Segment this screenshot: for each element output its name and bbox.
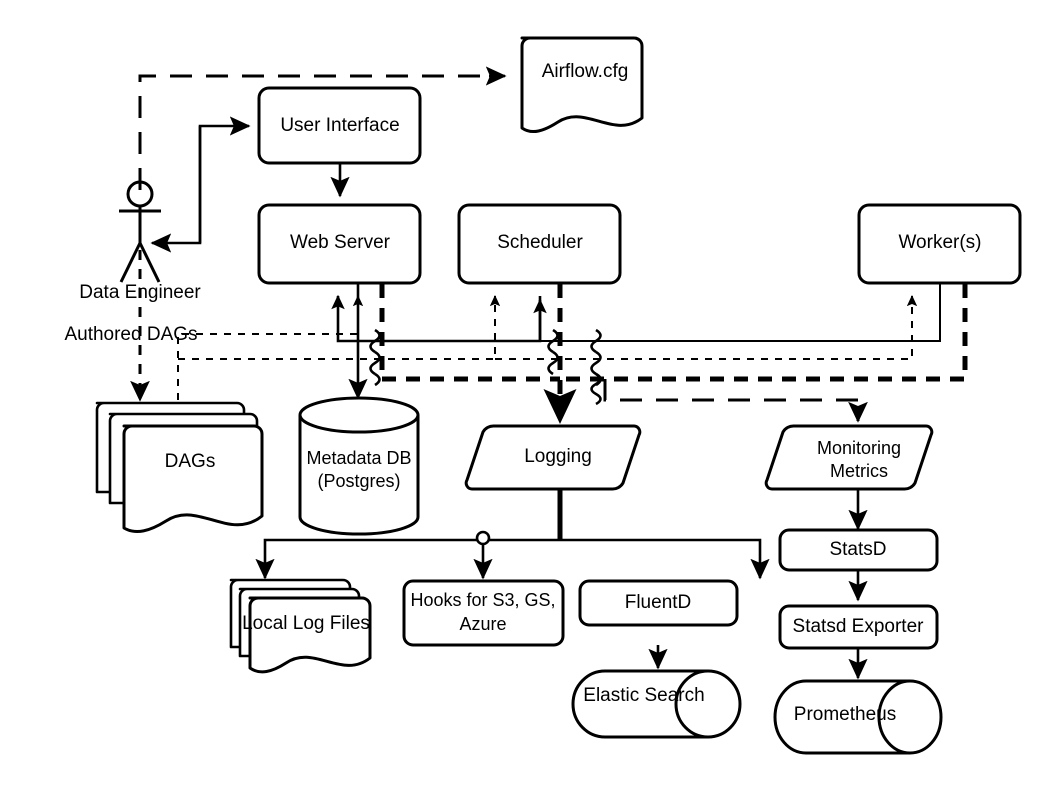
- line-hop: [590, 350, 602, 376]
- edge-scheduler-to-logging: [382, 284, 577, 424]
- node-label-monitoring-line2: Metrics: [830, 461, 888, 481]
- node-label-scheduler: Scheduler: [497, 232, 583, 253]
- edge-dags-to-scheduler: [178, 294, 501, 360]
- line-hop: [369, 328, 381, 354]
- node-label-local-log-files: Local Log Files: [242, 613, 370, 634]
- node-user-interface[interactable]: User Interface: [257, 86, 422, 165]
- line-hop: [369, 350, 381, 376]
- edge-engineer-to-airflowcfg: [138, 66, 507, 190]
- node-label-hooks-line2: Azure: [459, 614, 506, 634]
- line-hop: [547, 350, 559, 376]
- node-metadata-db[interactable]: Metadata DB (Postgres): [298, 396, 420, 536]
- node-dags[interactable]: DAGs: [95, 401, 264, 533]
- edge-ui-to-engineer: [150, 126, 202, 253]
- edge-label-authored-dags: Authored DAGs: [64, 324, 197, 345]
- edge-dags-to-webserver: [177, 294, 364, 400]
- line-hop: [590, 372, 602, 406]
- node-label-statsd: StatsD: [829, 539, 886, 560]
- line-hop: [374, 372, 381, 387]
- node-label-logging: Logging: [524, 446, 592, 467]
- edge-scheduler-to-monitoring: [603, 379, 868, 423]
- edge-logging-fanout: [255, 489, 770, 580]
- node-workers[interactable]: Worker(s): [857, 203, 1022, 285]
- node-label-user-interface: User Interface: [280, 115, 399, 136]
- node-label-prometheus: Prometheus: [794, 704, 896, 725]
- node-label-monitoring-line1: Monitoring: [817, 438, 901, 458]
- node-label-metadata-db-line1: Metadata DB: [306, 448, 411, 468]
- line-hop: [547, 328, 559, 354]
- actor-label-data-engineer: Data Engineer: [79, 282, 201, 303]
- junction-dot: [475, 530, 491, 546]
- node-fluentd[interactable]: FluentD: [578, 579, 739, 627]
- actor-data-engineer[interactable]: [119, 180, 161, 283]
- edge-engineer-to-ui: [198, 116, 251, 243]
- node-web-server[interactable]: Web Server: [257, 203, 422, 285]
- edge-metadatadb-to-webserver: [331, 294, 358, 343]
- edge-workers-to-logging: [560, 284, 968, 382]
- node-monitoring-metrics[interactable]: Monitoring Metrics: [764, 424, 934, 491]
- node-label-elastic-search: Elastic Search: [583, 685, 704, 706]
- node-label-workers: Worker(s): [898, 232, 981, 253]
- edge-dags-to-workers: [495, 294, 918, 360]
- edge-workers-to-metadatadb: [540, 284, 941, 342]
- node-elastic-search[interactable]: Elastic Search: [571, 669, 742, 739]
- node-prometheus[interactable]: Prometheus: [773, 679, 943, 755]
- node-label-dags: DAGs: [165, 451, 216, 472]
- node-label-web-server: Web Server: [290, 232, 391, 253]
- node-airflow-cfg[interactable]: Airflow.cfg: [520, 36, 644, 134]
- node-label-airflow-cfg: Airflow.cfg: [542, 61, 629, 82]
- node-statsd-exporter[interactable]: Statsd Exporter: [778, 604, 939, 650]
- node-label-statsd-exporter: Statsd Exporter: [793, 616, 925, 637]
- node-logging[interactable]: Logging: [464, 424, 642, 491]
- node-label-fluentd: FluentD: [625, 592, 692, 613]
- node-label-hooks-line1: Hooks for S3, GS,: [410, 590, 555, 610]
- node-local-log-files[interactable]: Local Log Files: [229, 578, 372, 674]
- node-label-metadata-db-line2: (Postgres): [317, 471, 400, 491]
- node-hooks[interactable]: Hooks for S3, GS, Azure: [402, 579, 565, 647]
- node-scheduler[interactable]: Scheduler: [457, 203, 622, 285]
- edge-scheduler-to-metadatadb: [358, 296, 547, 343]
- line-hop: [590, 328, 602, 354]
- node-statsd[interactable]: StatsD: [778, 528, 939, 572]
